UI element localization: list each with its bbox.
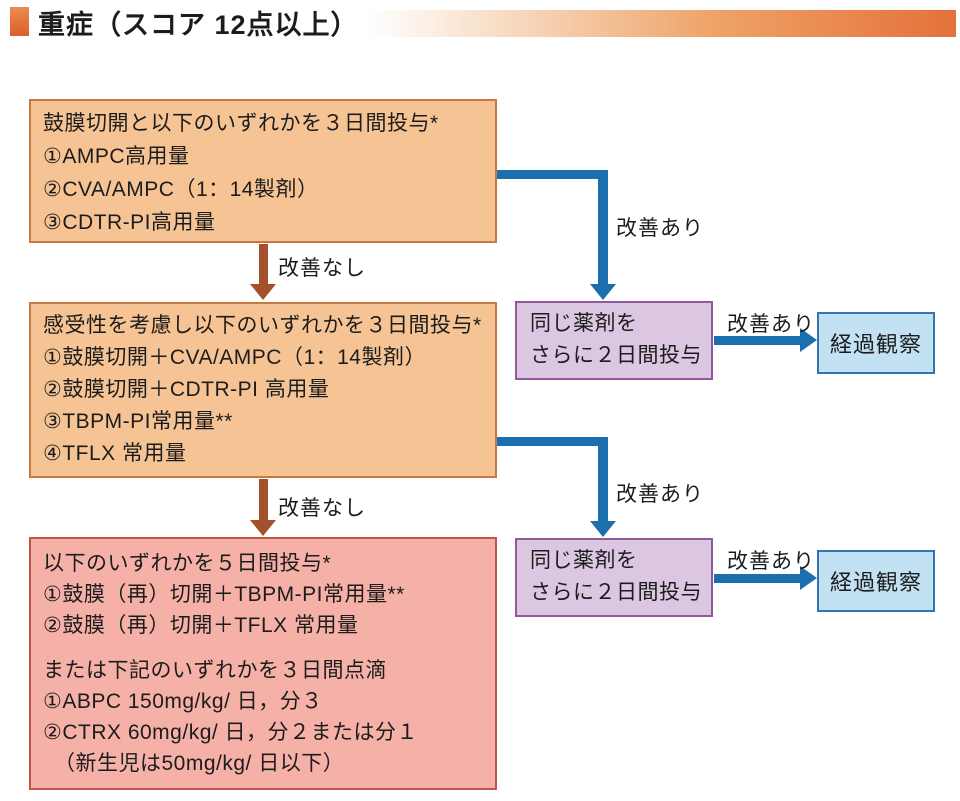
step3-iv-group: または下記のいずれかを３日間点滴 ①ABPC 150mg/kg/ 日，分３ ②C… [43, 655, 483, 779]
step3-line: または下記のいずれかを３日間点滴 [43, 659, 387, 682]
observe-arrow-2-shaft [714, 574, 800, 583]
step1-line: ③CDTR-PI高用量 [43, 211, 216, 234]
step3-line: ②CTRX 60mg/kg/ 日，分２または分１ [43, 721, 419, 744]
step3-box: 以下のいずれかを５日間投与* ①鼓膜（再）切開＋TBPM-PI常用量** ②鼓膜… [29, 537, 497, 790]
observation-box-2: 経過観察 [817, 550, 935, 612]
step2-line: ①鼓膜切開＋CVA/AMPC（1：14製剤） [43, 346, 426, 369]
no-improve-arrow-1-shaft [259, 244, 268, 285]
improve-label-2: 改善あり [616, 483, 704, 506]
improve-elbow-1-horizontal [497, 170, 608, 179]
step3-line: 以下のいずれかを５日間投与* [43, 552, 332, 575]
step3-line: ①鼓膜（再）切開＋TBPM-PI常用量** [43, 583, 405, 606]
step1-line: 鼓膜切開と以下のいずれかを３日間投与* [43, 112, 439, 135]
step3-line: ②鼓膜（再）切開＋TFLX 常用量 [43, 614, 359, 637]
improve-label-1: 改善あり [616, 217, 704, 240]
step1-line: ①AMPC高用量 [43, 145, 190, 168]
no-improve-arrow-2-shaft [259, 479, 268, 521]
step2-box: 感受性を考慮し以下のいずれかを３日間投与* ①鼓膜切開＋CVA/AMPC（1：1… [29, 302, 497, 478]
improve-elbow-2-vertical [598, 437, 608, 522]
step3-line: （新生児は50mg/kg/ 日以下） [43, 752, 345, 775]
step2-line: ②鼓膜切開＋CDTR-PI 高用量 [43, 378, 330, 401]
same-drug-box-2: 同じ薬剤を さらに２日間投与 [515, 538, 713, 617]
improve-label-3: 改善あり [727, 313, 815, 336]
improve-elbow-1-vertical [598, 170, 608, 285]
page-title: 重症（スコア 12点以上） [38, 10, 359, 40]
step1-line: ②CVA/AMPC（1：14製剤） [43, 178, 319, 201]
improve-elbow-1-head [590, 284, 616, 300]
no-improve-label-1: 改善なし [278, 257, 366, 280]
step2-line: ③TBPM-PI常用量** [43, 410, 233, 433]
improve-label-4: 改善あり [727, 550, 815, 573]
same-drug-line: さらに２日間投与 [530, 581, 702, 604]
step1-box: 鼓膜切開と以下のいずれかを３日間投与* ①AMPC高用量 ②CVA/AMPC（1… [29, 99, 497, 243]
same-drug-line: さらに２日間投与 [530, 344, 702, 367]
observe-arrow-1-shaft [714, 336, 800, 345]
same-drug-box-1: 同じ薬剤を さらに２日間投与 [515, 301, 713, 380]
step2-line: 感受性を考慮し以下のいずれかを３日間投与* [43, 314, 482, 337]
same-drug-line: 同じ薬剤を [530, 312, 638, 335]
no-improve-label-2: 改善なし [278, 497, 366, 520]
improve-elbow-2-head [590, 521, 616, 537]
title-marker-icon [10, 7, 29, 36]
observe-arrow-2-head [800, 566, 817, 590]
no-improve-arrow-1-head [250, 284, 276, 300]
step3-line: ①ABPC 150mg/kg/ 日，分３ [43, 690, 323, 713]
observe-arrow-1-head [800, 328, 817, 352]
step2-line: ④TFLX 常用量 [43, 442, 187, 465]
no-improve-arrow-2-head [250, 520, 276, 536]
observation-box-1: 経過観察 [817, 312, 935, 374]
improve-elbow-2-horizontal [497, 437, 608, 446]
title-gradient-bar [368, 10, 956, 37]
step3-oral-group: 以下のいずれかを５日間投与* ①鼓膜（再）切開＋TBPM-PI常用量** ②鼓膜… [43, 548, 483, 641]
same-drug-line: 同じ薬剤を [530, 549, 638, 572]
